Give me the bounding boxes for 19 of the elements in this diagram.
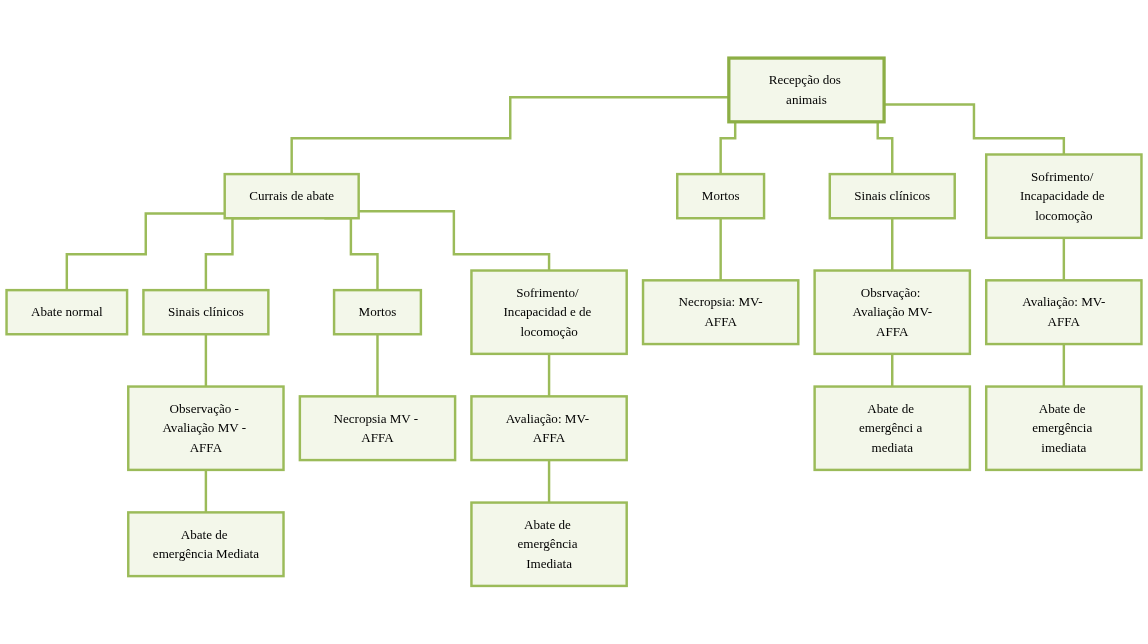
- node-box: Sinais clínicos: [828, 172, 956, 220]
- node-box: Currais de abate: [223, 172, 360, 220]
- node-box: Avaliação: MV- AFFA: [470, 395, 628, 462]
- node-box: Abate de emergência imediata: [985, 385, 1143, 472]
- node-box: Mortos: [332, 288, 423, 336]
- node-box: Sinais clínicos: [142, 288, 270, 336]
- node-box: Necropsia: MV-AFFA: [641, 279, 800, 346]
- node-box: Abate de emergênci a mediata: [813, 385, 972, 472]
- node-box: Sofrimento/ Incapacidade de locomoção: [985, 153, 1143, 240]
- node-box: Sofrimento/ Incapacidad e de locomoção: [470, 269, 628, 356]
- node-box: Necropsia MV - AFFA: [298, 395, 457, 462]
- node-box: Observação - Avaliação MV - AFFA: [127, 385, 285, 472]
- node-box: Abate de emergência Imediata: [470, 501, 628, 588]
- node-box: Avaliação: MV-AFFA: [985, 279, 1143, 346]
- node-box: Recepção dos animais: [727, 56, 886, 124]
- node-box: Abate normal: [5, 288, 129, 336]
- node-box: Mortos: [676, 172, 766, 220]
- node-box: Obsrvação: Avaliação MV-AFFA: [813, 269, 972, 356]
- node-box: Abate de emergência Mediata: [127, 511, 285, 578]
